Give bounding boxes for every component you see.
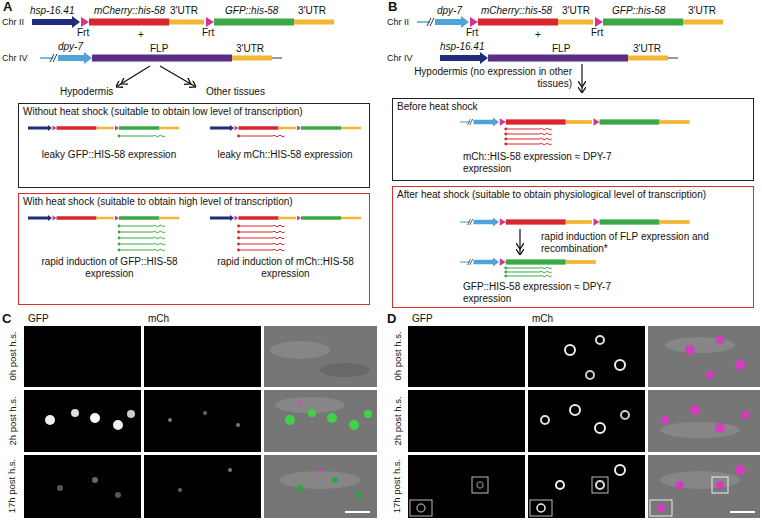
tissue-label: Hypodermis (no expression in other tissu… [402,66,572,90]
gene-label: FLP [150,43,168,55]
frt-label: Frt [466,27,478,39]
utr-label: 3'UTR [236,43,264,55]
chromosome-label: Chr II [2,16,24,28]
plus-sign: + [535,29,541,41]
row-label: 0h post h.s. [6,331,18,380]
gene-label: mCherry::his-58 [481,5,552,17]
expression-note: leaky mCh::HIS-58 expression [205,149,365,161]
box-heading: With heat shock (suitable to obtain high… [23,196,367,208]
expression-note: rapid induction of GFP::HIS-58 expressio… [27,256,192,280]
column-header: GFP [28,313,49,325]
gene-label: dpy-7 [437,5,462,17]
gene-label: hsp-16.41 [440,41,484,53]
chromosome-label: Chr IV [2,52,28,64]
column-header: GFP [412,313,433,325]
utr-label: 3'UTR [562,5,590,17]
box-heading: After heat shock (suitable to obtain phy… [397,189,751,201]
utr-label: 3'UTR [633,43,661,55]
row-label: 2h post h.s. [6,396,18,445]
gene-label: GFP::his-58 [612,5,665,17]
column-header: mCh [532,313,553,325]
chromosome-label: Chr II [387,16,409,28]
box-heading: Without heat shock (suitable to obtain l… [23,106,367,118]
utr-label: 3'UTR [170,5,198,17]
row-label: 17h post h.s. [391,459,403,513]
heat-shock-box: After heat shock (suitable to obtain phy… [392,186,754,308]
panel-letter: D [387,312,396,326]
plus-sign: + [138,29,144,41]
row-label: 0h post h.s. [391,331,403,380]
heat-shock-box: With heat shock (suitable to obtain high… [18,193,370,305]
frt-label: Frt [202,27,214,39]
condition-box: Before heat shockmCh::HIS-58 expression … [392,98,754,181]
panel-letter: B [388,0,397,14]
column-header: mCh [148,313,169,325]
gene-label: FLP [552,43,570,55]
frt-label: Frt [77,27,89,39]
row-label: 2h post h.s. [391,396,403,445]
condition-box: Without heat shock (suitable to obtain l… [18,103,370,188]
gene-label: dpy-7 [58,41,83,53]
panel-letter: C [2,312,11,326]
recombination-note: rapid induction of FLP expression and re… [541,231,746,255]
panel-letter: A [3,0,12,14]
tissue-label: Other tissues [206,86,265,98]
gene-label: hsp-16.41 [30,5,74,17]
gene-label: GFP::his-58 [225,5,278,17]
expression-note: GFP::HIS-58 expression ≈ DPY-7 expressio… [463,281,613,305]
expression-note: mCh::HIS-58 expression ≈ DPY-7 expressio… [463,151,613,175]
tissue-label: Hypodermis [60,86,113,98]
box-heading: Before heat shock [397,101,751,113]
frt-label: Frt [591,27,603,39]
utr-label: 3'UTR [688,5,716,17]
expression-note: rapid induction of mCh::HIS-58 expressio… [203,256,368,280]
gene-label: mCherry::his-58 [94,5,165,17]
row-label: 17h post h.s. [6,459,18,513]
chromosome-label: Chr IV [387,52,413,64]
utr-label: 3'UTR [298,5,326,17]
expression-note: leaky GFP::HIS-58 expression [29,149,189,161]
